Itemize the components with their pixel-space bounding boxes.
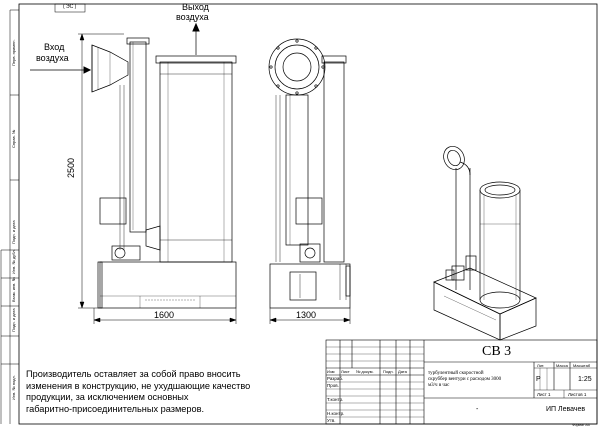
scale-value: 1:25 xyxy=(578,376,592,383)
format-label: Формат А3 xyxy=(572,423,590,427)
note-line-1: Производитель оставляет за собой право в… xyxy=(26,369,241,379)
note-line-4: габаритно-присоединительных размеров. xyxy=(26,403,205,414)
height-dimension xyxy=(78,33,124,309)
role-checker: Пров. xyxy=(327,383,339,388)
product-name-line2: скруббер вентури с расходом 3000 xyxy=(428,377,502,382)
height-dimension-label: 2500 xyxy=(66,157,76,178)
row-header-change: Изм xyxy=(327,369,335,374)
col-scale: Масштаб xyxy=(573,363,591,368)
row-header-doc: № докум. xyxy=(356,369,374,374)
front-view xyxy=(91,37,237,309)
row-header-sheet: Лист xyxy=(341,369,350,374)
lit-value: Р xyxy=(536,376,541,383)
sheet-count: Листов 1 xyxy=(568,392,587,397)
col-lit: Лит. xyxy=(537,363,545,368)
outlet-arrow xyxy=(192,22,200,55)
side-strip-inv-dup: Инв. № дубл. xyxy=(11,249,16,274)
role-tech-control: Т.контр. xyxy=(327,397,344,402)
inlet-label-line1: Вход xyxy=(44,42,65,52)
title-block xyxy=(325,339,598,425)
side-strip-inv-orig: Инв. № подл. xyxy=(11,375,16,400)
company-name: ИП Левачев xyxy=(546,406,586,413)
product-name-line1: турбулентный скоростной xyxy=(428,371,484,376)
inlet-arrow xyxy=(30,66,92,74)
row-header-sign: Подп. xyxy=(383,369,394,374)
side-strip-first-use: Перв. примен. xyxy=(11,39,16,66)
disclaimer-note: Производитель оставляет за собой право в… xyxy=(26,369,250,415)
top-code: ( ЭС ) xyxy=(63,4,77,10)
sheet-frame xyxy=(18,3,598,425)
designation: СВ 3 xyxy=(482,344,512,359)
note-line-2: изменения в конструкцию, не ухудшающие к… xyxy=(26,380,251,391)
title-dash: - xyxy=(476,406,479,413)
role-approver: Утв. xyxy=(327,418,336,423)
width-side-dimension xyxy=(269,308,351,324)
row-header-date: Дата xyxy=(398,369,407,374)
role-developer: Разраб. xyxy=(327,376,344,381)
role-norm-control: Н.контр. xyxy=(327,411,345,416)
side-strip-ref-no: Справ. № xyxy=(11,129,16,148)
outlet-label-line2: воздуха xyxy=(176,12,209,22)
inlet-label-line2: воздуха xyxy=(36,53,69,63)
isometric-view xyxy=(433,145,537,341)
side-strip-replace-inv: Взам. инв. № xyxy=(11,277,16,302)
note-line-3: продукции, за исключением основных xyxy=(26,392,189,402)
sheet-number: Лист 1 xyxy=(537,392,551,397)
product-name: турбулентный скоростной скруббер вентури… xyxy=(428,371,501,389)
col-mass: Масса xyxy=(556,363,568,368)
side-strip-sign-date-1: Подп. и дата xyxy=(11,220,16,244)
product-name-line3: м3/ч в час xyxy=(428,383,450,388)
side-strip-sign-date-2: Подп. и дата xyxy=(11,308,16,332)
outlet-label-line1: Выход xyxy=(182,2,209,12)
width-front-dimension-label: 1600 xyxy=(154,310,175,320)
width-front-dimension xyxy=(93,308,237,324)
side-view xyxy=(268,38,351,309)
width-side-dimension-label: 1300 xyxy=(296,310,317,320)
